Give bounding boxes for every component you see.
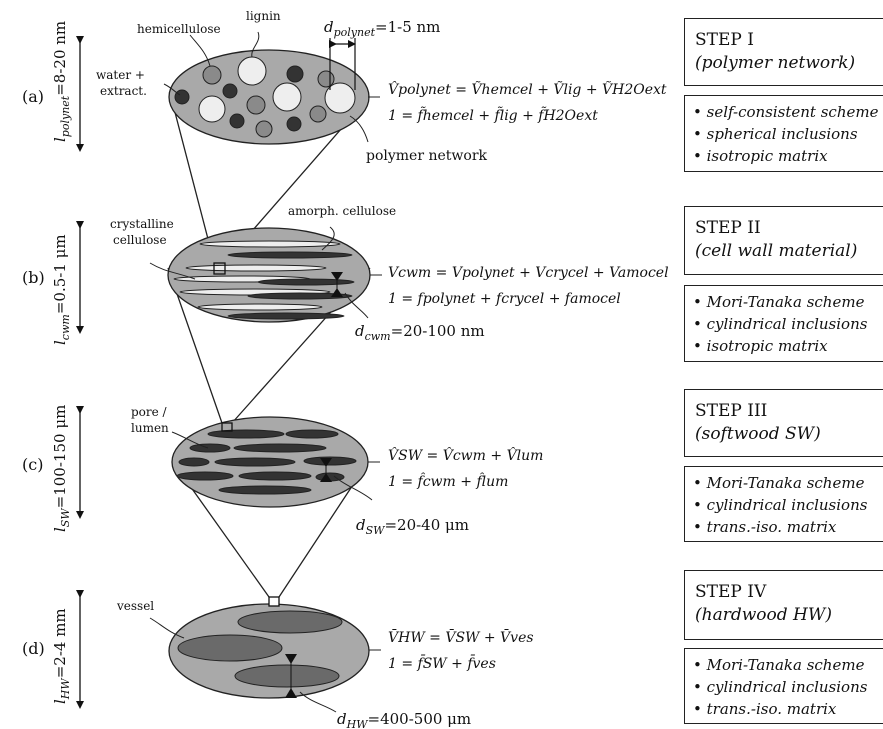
step-title-4: STEP IV: [695, 582, 767, 602]
level-label-d: (d): [22, 639, 45, 658]
feature-list-3: Mori-Tanaka scheme cylindrical inclusion…: [684, 466, 883, 542]
step-subtitle-1: (polymer network): [695, 53, 856, 73]
step-box-1: STEP I (polymer network): [684, 18, 883, 86]
step-subtitle-2: (cell wall material): [695, 241, 858, 261]
feature-item: Mori-Tanaka scheme: [693, 472, 883, 494]
lumen-pores: [176, 429, 357, 495]
size-label-c: dSW=20-40 μm: [356, 516, 469, 537]
scale-label-c: lSW=100-150 μm: [51, 405, 72, 532]
feature-list-4: Mori-Tanaka scheme cylindrical inclusion…: [684, 648, 883, 724]
step-title-1: STEP I: [695, 30, 754, 50]
size-dimension-b: [331, 272, 343, 297]
scale-label-b: lcwm=0.5-1 μm: [51, 234, 72, 345]
step-title-2: STEP II: [695, 218, 761, 238]
vessels: [177, 610, 343, 688]
equation-volume-d: V̄HW = V̄SW + V̄ves: [388, 628, 534, 646]
size-dimension-c: [320, 458, 332, 482]
level-label-c: (c): [22, 455, 43, 474]
feature-item: isotropic matrix: [693, 335, 883, 357]
size-dimension-d: [285, 654, 297, 698]
zoom-marker-d: [268, 596, 280, 607]
feature-item: cylindrical inclusions: [693, 494, 883, 516]
callout-crystalline: crystalline: [110, 217, 174, 231]
feature-item: trans.-iso. matrix: [693, 698, 883, 720]
step-subtitle-4: (hardwood HW): [695, 605, 832, 625]
feature-item: Mori-Tanaka scheme: [693, 654, 883, 676]
size-label-b: dcwm=20-100 nm: [355, 322, 485, 343]
equation-volume-c: V̂SW = V̂cwm + V̂lum: [388, 446, 543, 464]
step-box-2: STEP II (cell wall material): [684, 206, 883, 275]
cellulose-fibres: [173, 240, 355, 320]
callout-lumen: lumen: [131, 421, 169, 435]
size-label-a: dpolynet=1-5 nm: [324, 18, 440, 39]
callout-vessel: vessel: [116, 599, 154, 613]
feature-item: cylindrical inclusions: [693, 676, 883, 698]
step-box-4: STEP IV (hardwood HW): [684, 570, 883, 640]
equation-fraction-c: 1 = f̂cwm + f̂lum: [388, 472, 508, 490]
zoom-marker-c: [221, 422, 233, 432]
callout-water: water +: [96, 68, 145, 82]
callout-cellulose: cellulose: [113, 233, 167, 247]
callout-extract: extract.: [100, 84, 147, 98]
polymer-inclusions: [174, 56, 356, 138]
equation-volume-b: Vcwm = Vpolynet + Vcrycel + Vamocel: [388, 265, 669, 281]
level-d: lHW=2-4 mm (d) vessel dHW=400-500 μm V̄H…: [22, 590, 534, 729]
feature-item: Mori-Tanaka scheme: [693, 291, 883, 313]
feature-item: trans.-iso. matrix: [693, 516, 883, 538]
size-dimension-a: [329, 38, 356, 90]
zoom-lines: [167, 96, 371, 598]
step-box-3: STEP III (softwood SW): [684, 389, 883, 457]
callout-leaders-d: [149, 617, 381, 713]
feature-item: self-consistent scheme: [693, 101, 883, 123]
level-label-b: (b): [22, 268, 45, 287]
feature-list-1: self-consistent scheme spherical inclusi…: [684, 95, 883, 172]
callout-hemicellulose: hemicellulose: [137, 22, 221, 36]
feature-item: isotropic matrix: [693, 145, 883, 167]
feature-item: cylindrical inclusions: [693, 313, 883, 335]
step-title-3: STEP III: [695, 401, 768, 421]
feature-item: spherical inclusions: [693, 123, 883, 145]
zoom-marker-b: [213, 262, 226, 275]
scale-label-a: lpolynet=8-20 nm: [51, 21, 72, 142]
callout-lignin: lignin: [246, 9, 281, 23]
equation-fraction-b: 1 = fpolynet + fcrycel + famocel: [388, 291, 621, 307]
scale-label-d: lHW=2-4 mm: [51, 608, 72, 704]
callout-leaders-b: [149, 226, 382, 319]
level-b: lcwm=0.5-1 μm (b) crystalline cellulose …: [22, 204, 669, 345]
callout-polymer-network: polymer network: [366, 148, 488, 164]
level-a: lpolynet=8-20 nm (a) hemicel: [22, 9, 667, 164]
equation-volume-a: V̂polynet = Ṽhemcel + Ṽlig + ṼH2Oext: [388, 80, 667, 98]
callout-amorph-cellulose: amorph. cellulose: [288, 204, 396, 218]
step-subtitle-3: (softwood SW): [695, 424, 821, 444]
equation-fraction-d: 1 = f̄SW + f̄ves: [388, 654, 496, 672]
equation-fraction-a: 1 = f̃hemcel + f̃lig + f̃H2Oext: [388, 106, 598, 124]
callout-leaders-a: [163, 31, 380, 143]
level-c: lSW=100-150 μm (c) pore / lumen: [22, 405, 543, 537]
callout-pore: pore /: [131, 405, 168, 419]
size-label-d: dHW=400-500 μm: [337, 710, 471, 729]
level-label-a: (a): [22, 87, 44, 106]
feature-list-2: Mori-Tanaka scheme cylindrical inclusion…: [684, 285, 883, 362]
callout-leaders-c: [171, 431, 380, 501]
